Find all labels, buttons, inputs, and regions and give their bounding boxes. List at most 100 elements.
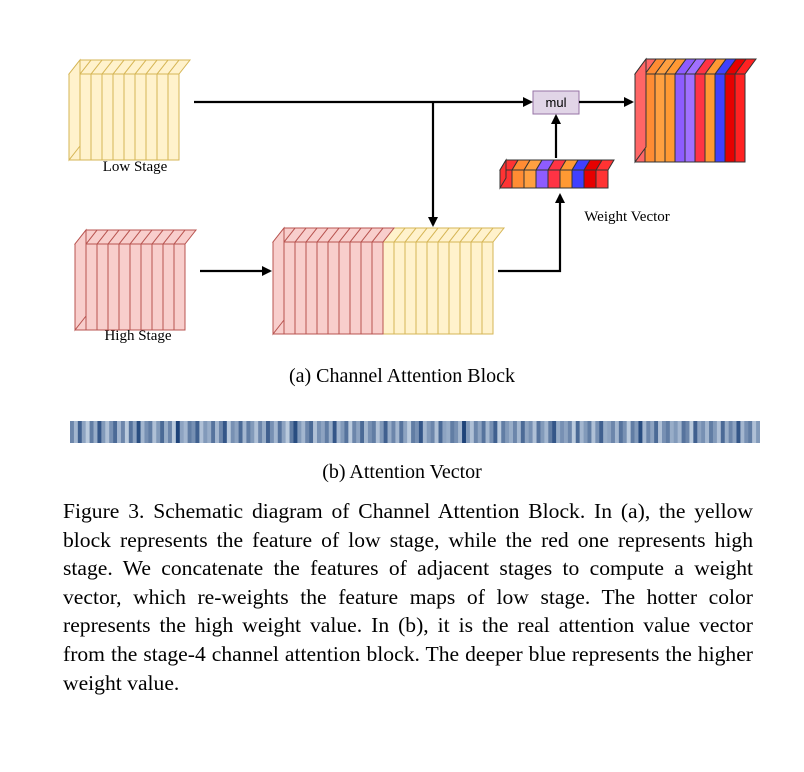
attention-cell xyxy=(736,421,741,443)
attention-cell xyxy=(544,421,549,443)
attention-cell xyxy=(634,421,639,443)
attention-cell xyxy=(654,421,659,443)
output-slice xyxy=(734,58,757,163)
attention-cell xyxy=(520,421,526,443)
attention-cell xyxy=(183,421,188,443)
attention-cell xyxy=(85,421,90,443)
attention-cell xyxy=(473,421,479,443)
weight-slice xyxy=(547,159,567,189)
attention-cell xyxy=(391,421,396,443)
attention-cell xyxy=(407,421,412,443)
attention-cell xyxy=(105,421,110,443)
subcaption-a: (a) Channel Attention Block xyxy=(288,365,516,387)
weight-vector-label: Weight Vector xyxy=(584,209,670,225)
high-stage-slice xyxy=(172,229,198,331)
attention-cell xyxy=(175,421,181,443)
attention-cell xyxy=(211,421,216,443)
attention-cell xyxy=(528,421,533,443)
attention-cell xyxy=(164,421,169,443)
attention-cell xyxy=(367,421,373,443)
attention-cell xyxy=(442,421,447,443)
attention-cell xyxy=(430,421,435,443)
attention-cell xyxy=(281,421,286,443)
attention-cell xyxy=(109,421,114,443)
attention-cell xyxy=(289,421,294,443)
attention-cell xyxy=(81,421,86,443)
attention-cell xyxy=(207,421,212,443)
low-stage-slice xyxy=(166,59,192,161)
attention-cell xyxy=(222,421,228,443)
low-stage-feature-block xyxy=(67,58,192,162)
attention-cell xyxy=(418,421,424,443)
attention-cell xyxy=(536,421,541,443)
attention-cell xyxy=(599,421,604,443)
attention-cell xyxy=(179,421,184,443)
attention-cell xyxy=(273,421,279,443)
high-stage-feature-block xyxy=(73,228,198,332)
attention-cell xyxy=(117,421,122,443)
attention-cell xyxy=(458,421,463,443)
attention-cell xyxy=(316,421,322,443)
concat-side-face xyxy=(272,226,285,336)
attention-cell xyxy=(230,421,235,443)
attention-cell xyxy=(328,421,333,443)
attention-cell xyxy=(693,421,698,443)
attention-cell xyxy=(650,421,655,443)
attention-cell xyxy=(215,421,220,443)
attention-cell xyxy=(752,421,757,443)
attention-cell xyxy=(144,421,149,443)
attention-cell xyxy=(658,421,663,443)
attention-cell xyxy=(383,421,388,443)
attention-cell xyxy=(638,421,643,443)
output-side-face xyxy=(634,57,647,164)
attention-cell xyxy=(469,421,475,443)
attention-cell xyxy=(595,421,600,443)
weight-side-face xyxy=(499,158,507,190)
attention-cell xyxy=(422,421,428,443)
attention-cell xyxy=(77,421,83,443)
attention-cell xyxy=(497,421,502,443)
attention-cell xyxy=(234,421,239,443)
low-stage-side-face xyxy=(68,58,81,162)
attention-cell xyxy=(505,421,510,443)
attention-cell xyxy=(681,421,686,443)
reweighted-output-block xyxy=(634,57,757,164)
attention-cell xyxy=(320,421,326,443)
attention-cell xyxy=(305,421,310,443)
attention-cell xyxy=(446,421,451,443)
weight-vector-block xyxy=(499,158,615,190)
attention-cell xyxy=(716,421,722,443)
attention-cell xyxy=(697,421,702,443)
attention-cell xyxy=(501,421,506,443)
attention-cell xyxy=(360,421,365,443)
attention-cell xyxy=(344,421,349,443)
attention-cell xyxy=(709,421,714,443)
attention-cell xyxy=(120,421,126,443)
attention-cell xyxy=(371,421,377,443)
attention-cell xyxy=(489,421,494,443)
attention-cell xyxy=(465,421,471,443)
high-stage-label: High Stage xyxy=(104,328,171,344)
attention-cell xyxy=(136,421,141,443)
attention-cell xyxy=(583,421,588,443)
attention-cell xyxy=(454,421,459,443)
attention-cell xyxy=(218,421,224,443)
attention-cell xyxy=(297,421,302,443)
attention-cell xyxy=(540,421,545,443)
attention-cell xyxy=(70,421,75,443)
attention-cell xyxy=(73,421,79,443)
attention-cell xyxy=(238,421,243,443)
attention-cell xyxy=(661,421,667,443)
attention-cell xyxy=(462,421,467,443)
attention-cell xyxy=(156,421,161,443)
attention-cell xyxy=(140,421,145,443)
attention-cell xyxy=(630,421,635,443)
attention-cell xyxy=(340,421,345,443)
attention-cell xyxy=(262,421,267,443)
attention-cell xyxy=(132,421,137,443)
attention-cell xyxy=(677,421,682,443)
attention-cell xyxy=(740,421,745,443)
attention-cell xyxy=(426,421,431,443)
attention-cell xyxy=(375,421,381,443)
concat-slice xyxy=(359,227,385,335)
